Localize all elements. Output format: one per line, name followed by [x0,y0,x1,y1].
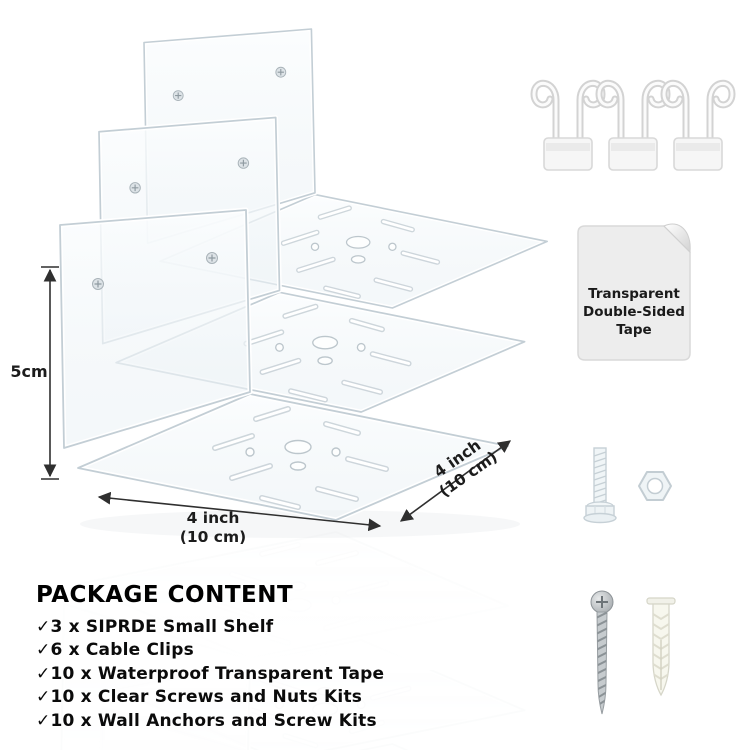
cable-clips-group [534,83,732,170]
cable-clip-icon [664,83,732,170]
tape-label-line2: Double-Sided [583,304,685,321]
tape-label-line3: Tape [616,322,652,339]
cable-clip-icon [599,83,667,170]
package-item: ✓6 x Cable Clips [36,640,194,661]
double-sided-tape-icon [577,223,691,361]
package-item: ✓10 x Waterproof Transparent Tape [36,663,385,684]
width-dimension-label: 4 inch (10 cm) [146,509,280,546]
height-dimension-label: 5cm [10,362,48,381]
width-value: 4 inch [186,509,240,527]
clear-nut-icon [638,471,672,501]
package-content-title: PACKAGE CONTENT [36,582,294,608]
package-content-list: ✓3 x SIPRDE Small Shelf ✓6 x Cable Clips… [36,617,476,732]
package-item: ✓10 x Clear Screws and Nuts Kits [36,687,363,708]
height-dimension-arrow [41,266,59,480]
wall-anchor-icon [646,597,676,697]
tape-label-line1: Transparent [588,286,680,302]
tape-label: Transparent Double-Sided Tape [582,285,686,340]
clear-bolt-icon [583,447,617,524]
depth-dimension-arrow [399,440,512,522]
reflection-fade [0,535,556,670]
metal-screw-icon [590,590,614,715]
package-item: ✓3 x SIPRDE Small Shelf [36,617,274,637]
package-content: PACKAGE CONTENT ✓3 x SIPRDE Small Shelf … [36,582,476,732]
width-dimension-arrow [97,491,382,532]
package-item: ✓10 x Wall Anchors and Screw Kits [36,710,377,731]
cable-clip-icon [534,83,602,170]
width-metric: (10 cm) [179,527,247,546]
